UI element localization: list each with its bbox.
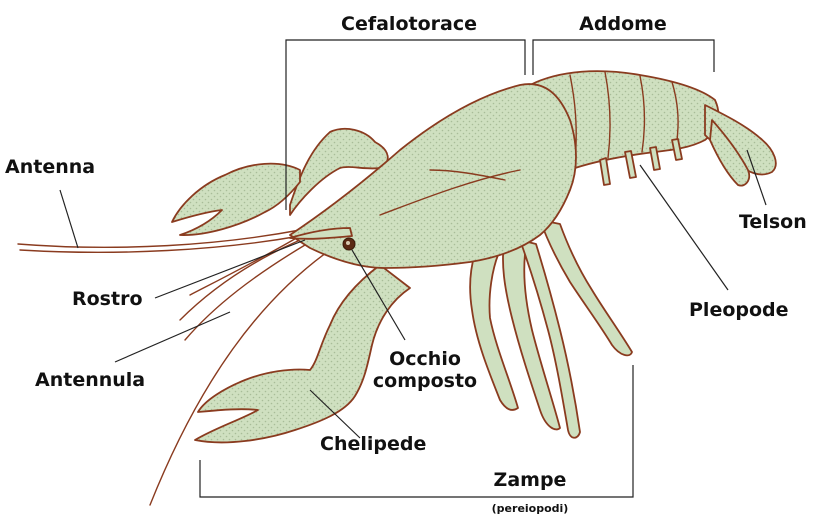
antenna-whip: [18, 230, 300, 247]
antenna-pointer: [60, 190, 78, 248]
antennula-pointer: [115, 312, 230, 362]
pleopode-pointer: [640, 165, 728, 290]
addome-bracket: [533, 40, 714, 75]
carapace: [290, 84, 576, 268]
label-pleopode: Pleopode: [689, 299, 789, 321]
lower-cheliped: [195, 265, 410, 442]
label-chelipede: Chelipede: [320, 433, 426, 455]
label-zampe-sub: (pereiopodi): [492, 502, 569, 515]
label-cefalotorace: Cefalotorace: [341, 13, 477, 35]
label-antenna: Antenna: [5, 156, 95, 178]
label-addome: Addome: [579, 13, 667, 35]
label-rostro: Rostro: [72, 288, 143, 310]
label-occhio-line2: composto: [373, 370, 477, 392]
label-telson: Telson: [739, 211, 807, 233]
label-zampe: Zampe: [494, 469, 567, 491]
antennula-whips: [180, 240, 300, 320]
label-occhio-line1: Occhio: [389, 348, 461, 370]
label-antennula: Antennula: [35, 369, 145, 391]
